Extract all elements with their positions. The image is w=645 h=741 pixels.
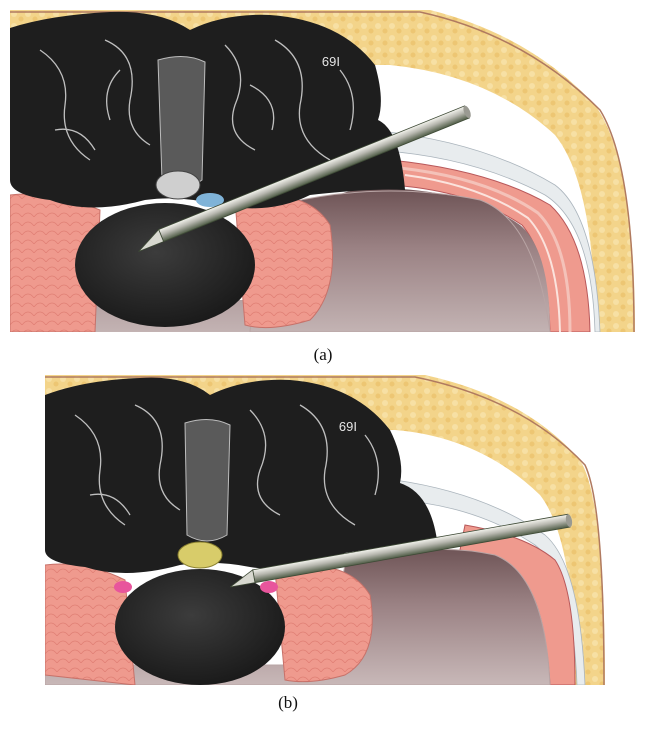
psoas-muscle-right bbox=[275, 566, 372, 682]
nerve-marker-pink-right bbox=[260, 581, 278, 593]
caption-b: (b) bbox=[258, 693, 318, 713]
nerve-marker-pink-left bbox=[114, 581, 132, 593]
illustration-panel-a: I69 bbox=[10, 10, 635, 332]
illustration-a: I69 bbox=[10, 10, 635, 332]
scan-label: I69 bbox=[339, 419, 357, 434]
illustration-panel-b: I69 bbox=[45, 375, 605, 685]
spinal-cord bbox=[156, 171, 200, 199]
vertebral-body bbox=[115, 569, 285, 685]
nerve-root-yellow bbox=[178, 542, 222, 568]
illustration-b: I69 bbox=[45, 375, 605, 685]
spinal-canal bbox=[185, 419, 230, 541]
mri-overlay bbox=[10, 12, 405, 209]
caption-a: (a) bbox=[293, 345, 353, 365]
spinal-canal bbox=[158, 56, 205, 187]
vertebral-body bbox=[75, 203, 255, 327]
scan-label: I69 bbox=[322, 54, 340, 69]
